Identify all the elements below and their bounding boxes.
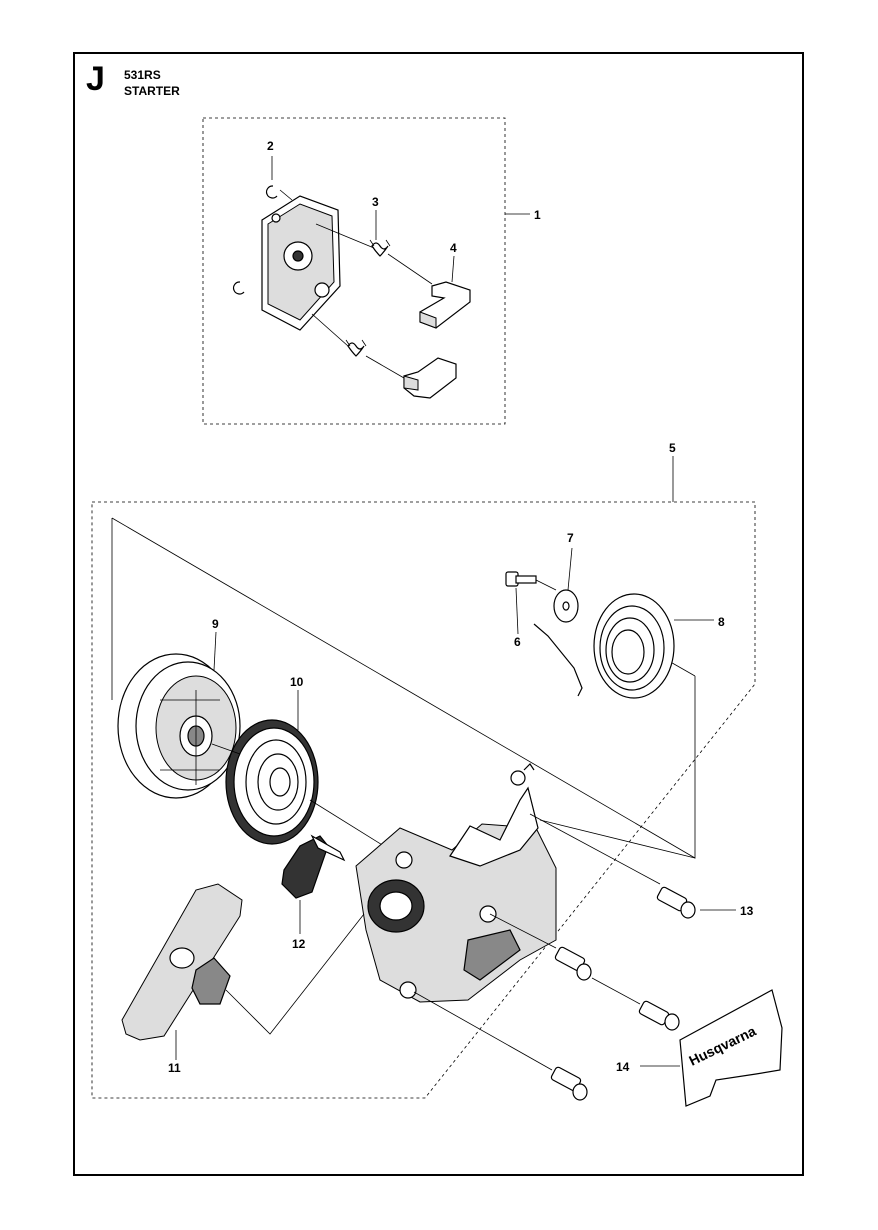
rope-pulley-9 bbox=[117, 653, 241, 799]
decal-14: Husqvarna bbox=[679, 989, 783, 1107]
screw-13 bbox=[656, 886, 696, 919]
callout-14: 14 bbox=[616, 1060, 630, 1074]
screw-right bbox=[638, 1000, 680, 1031]
circlip-upper bbox=[265, 185, 278, 199]
pawl-lower bbox=[403, 357, 457, 399]
kit-1-boundary bbox=[202, 117, 506, 425]
section-title: STARTER bbox=[124, 84, 180, 98]
pawl-carrier bbox=[261, 195, 341, 331]
rewind-spring-10 bbox=[225, 719, 319, 845]
callout-3: 3 bbox=[372, 195, 379, 209]
callout-13: 13 bbox=[740, 904, 754, 918]
recoil-spring-8 bbox=[533, 593, 675, 699]
pawl-guide-12 bbox=[281, 834, 346, 899]
screw-middle bbox=[554, 946, 592, 981]
callout-10: 10 bbox=[290, 675, 304, 689]
page-frame bbox=[73, 52, 804, 1176]
callout-1: 1 bbox=[534, 208, 541, 222]
callout-9: 9 bbox=[212, 617, 219, 631]
spring-upper bbox=[369, 239, 391, 257]
callout-5: 5 bbox=[669, 441, 676, 455]
callout-7: 7 bbox=[567, 531, 574, 545]
callout-6: 6 bbox=[514, 635, 521, 649]
screw-bottom bbox=[550, 1066, 588, 1101]
start-handle-11 bbox=[121, 883, 243, 1041]
callout-11: 11 bbox=[168, 1061, 181, 1075]
kit-5-boundary bbox=[91, 501, 756, 1099]
pawl-upper bbox=[419, 281, 471, 329]
circlip-lower bbox=[232, 281, 245, 295]
model-number: 531RS bbox=[124, 68, 161, 82]
section-letter: J bbox=[86, 60, 105, 98]
screw-6 bbox=[505, 571, 537, 587]
callout-4: 4 bbox=[450, 241, 457, 255]
callout-8: 8 bbox=[718, 615, 725, 629]
starter-housing bbox=[355, 763, 557, 1003]
callout-12: 12 bbox=[292, 937, 306, 951]
callout-2: 2 bbox=[267, 139, 274, 153]
spring-lower bbox=[345, 339, 367, 357]
